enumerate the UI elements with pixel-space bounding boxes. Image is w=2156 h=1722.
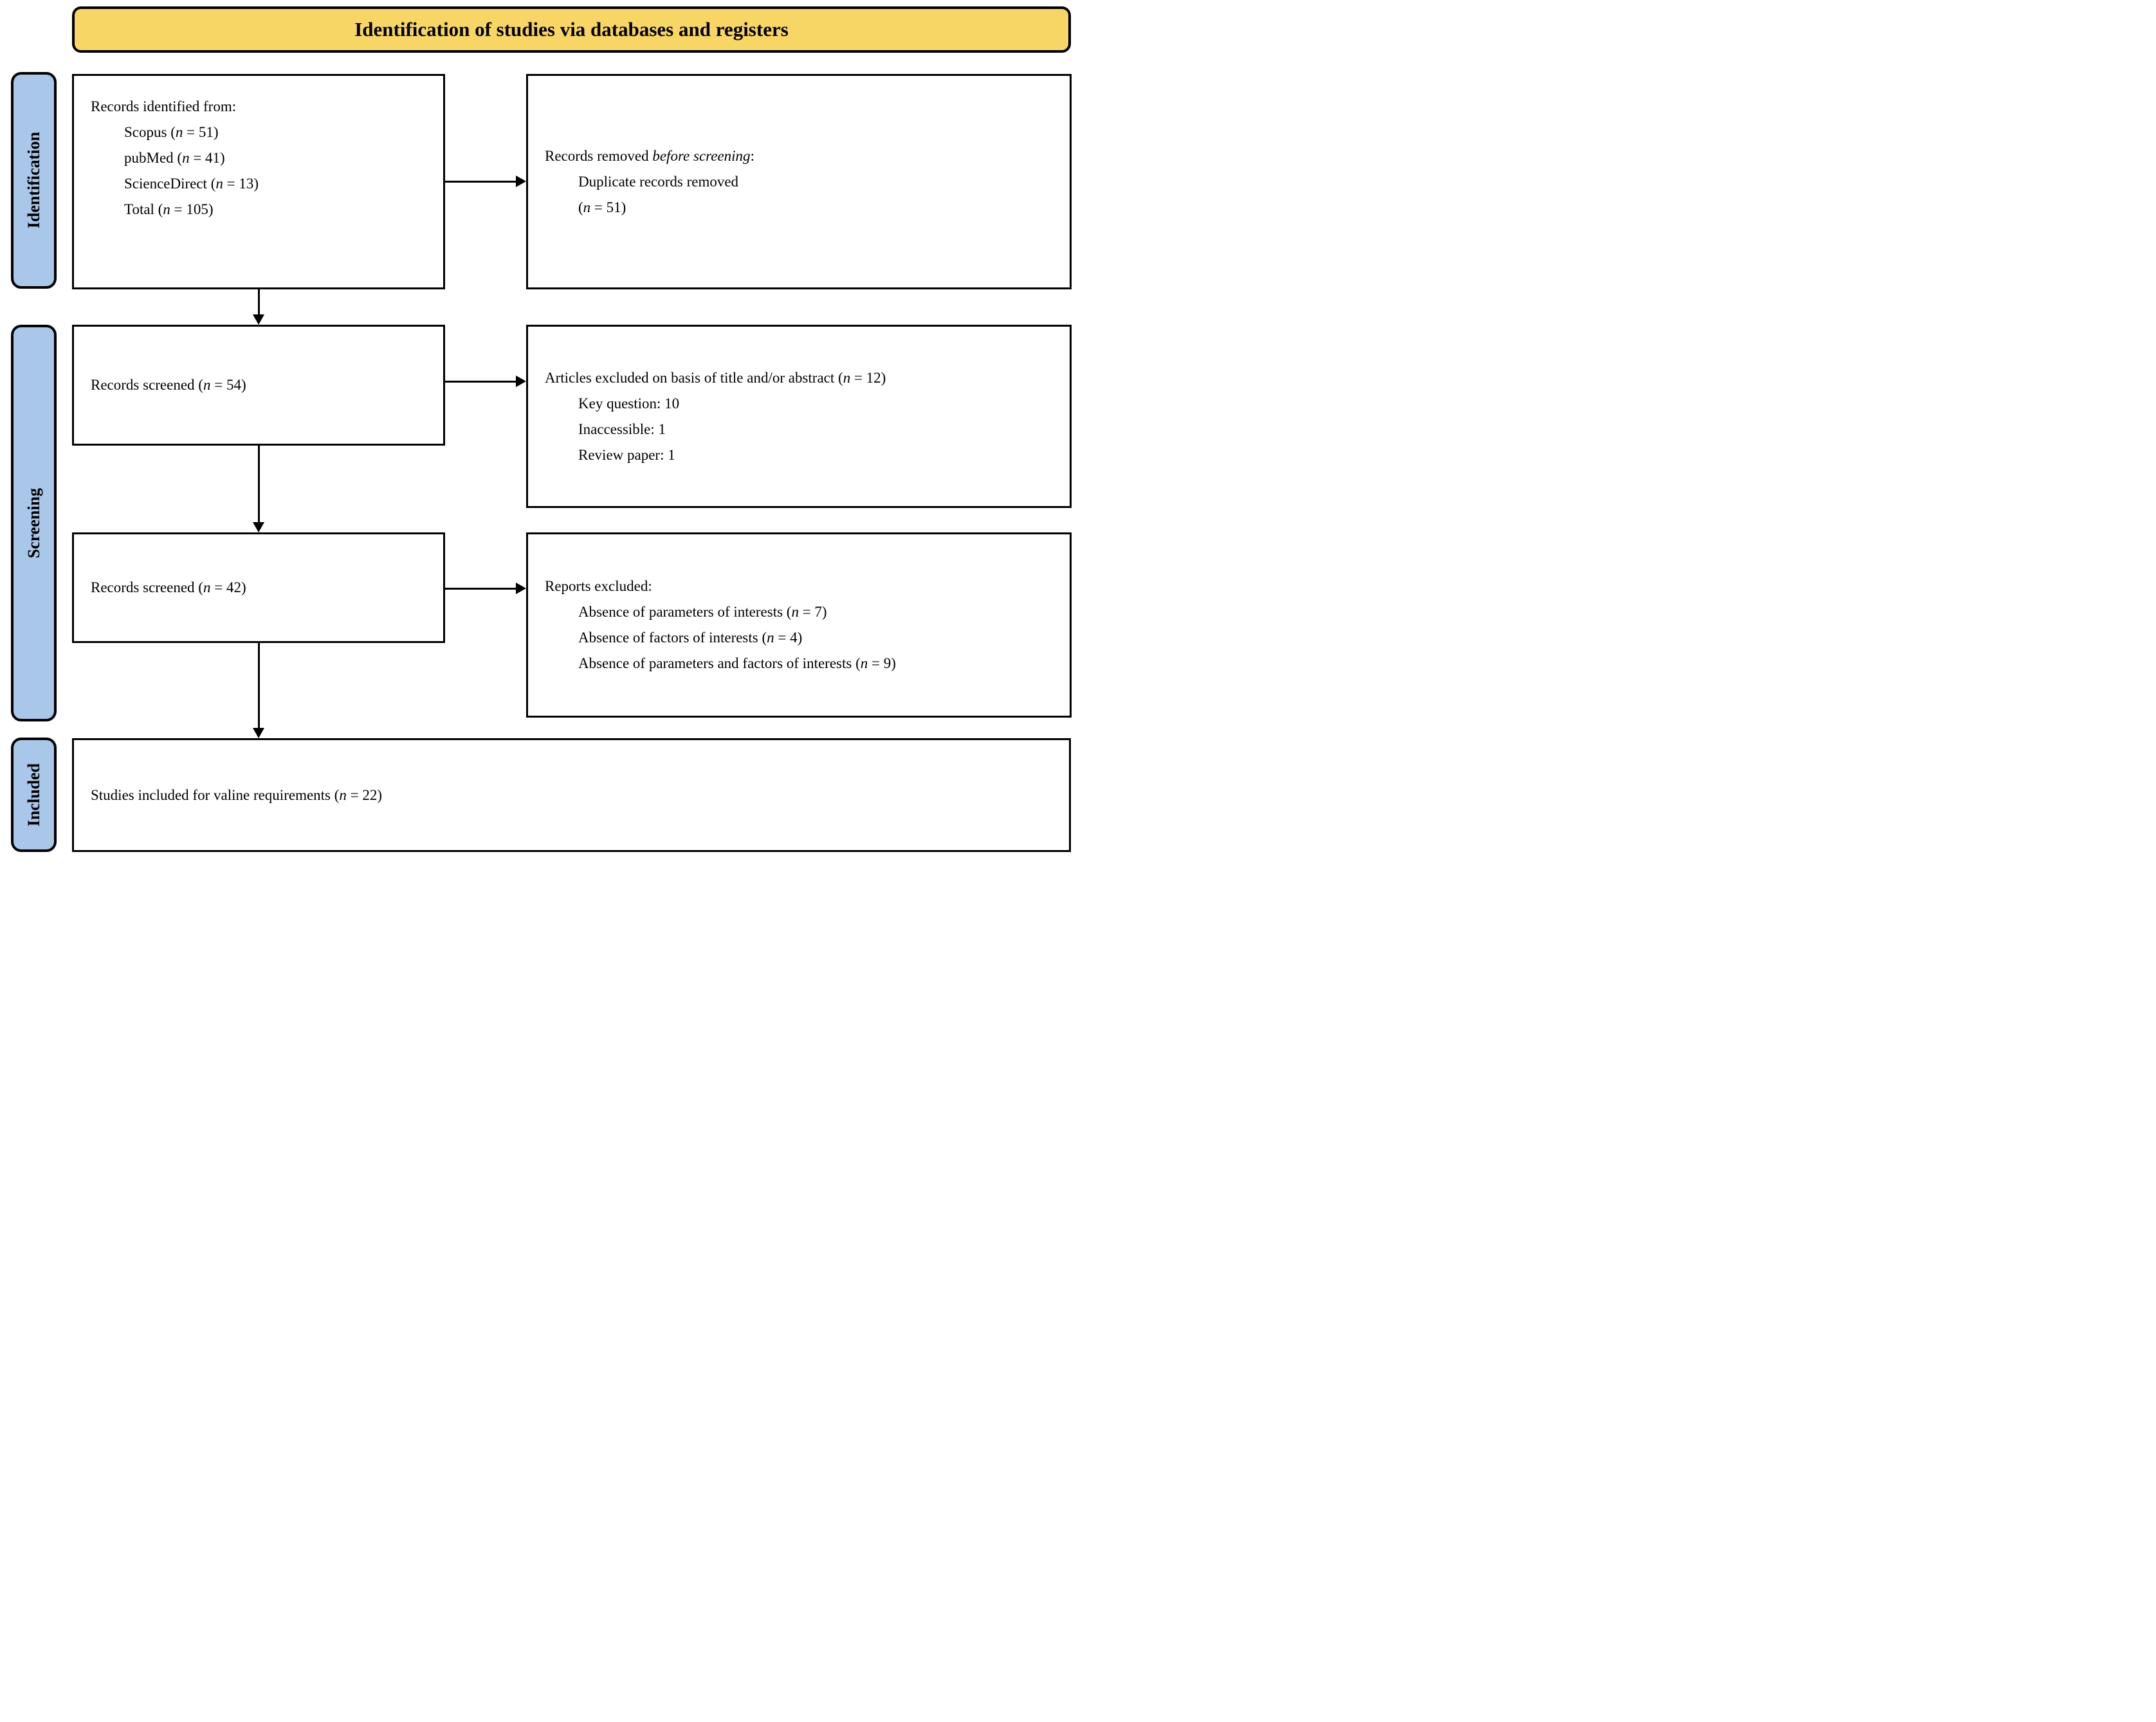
stage-included-label: Included <box>24 763 43 827</box>
source-sciencedirect: ScienceDirect (n = 13) <box>124 176 259 192</box>
records-screened-54-label: Records screened (n = 54) <box>91 377 246 393</box>
reports-excluded-box: Reports excluded: Absence of parameters … <box>526 532 1072 718</box>
arrow-screened54-to-screened42 <box>253 446 264 532</box>
duplicates-removed-count: (n = 51) <box>578 199 626 215</box>
stage-included: Included <box>11 738 57 852</box>
records-removed-box: Records removed before screening: Duplic… <box>526 74 1072 289</box>
title-banner: Identification of studies via databases … <box>72 6 1071 53</box>
absence-parameters: Absence of parameters of interests (n = … <box>578 604 827 620</box>
articles-excluded-heading: Articles excluded on basis of title and/… <box>545 369 886 386</box>
source-pubmed: pubMed (n = 41) <box>124 150 225 166</box>
records-screened-54-box: Records screened (n = 54) <box>72 325 445 446</box>
records-screened-42-box: Records screened (n = 42) <box>72 532 445 643</box>
stage-identification: Identification <box>11 72 57 289</box>
duplicates-removed: Duplicate records removed <box>578 173 739 190</box>
stage-screening-label: Screening <box>24 487 43 559</box>
arrow-screened42-to-reports-excluded <box>445 583 526 594</box>
arrow-identified-to-screened54 <box>253 289 264 325</box>
stage-screening: Screening <box>11 325 57 721</box>
stage-identification-label: Identification <box>24 132 43 229</box>
studies-included-box: Studies included for valine requirements… <box>72 738 1071 852</box>
arrow-screened54-to-excluded <box>445 376 526 387</box>
absence-parameters-factors: Absence of parameters and factors of int… <box>578 655 896 671</box>
reports-excluded-heading: Reports excluded: <box>545 578 652 594</box>
excluded-key-question: Key question: 10 <box>578 395 680 412</box>
studies-included-label: Studies included for valine requirements… <box>91 786 383 803</box>
absence-factors: Absence of factors of interests (n = 4) <box>578 630 803 646</box>
records-identified-heading: Records identified from: <box>91 98 237 114</box>
records-identified-box: Records identified from: Scopus (n = 51)… <box>72 74 445 289</box>
excluded-inaccessible: Inaccessible: 1 <box>578 421 666 437</box>
source-total: Total (n = 105) <box>124 201 214 217</box>
records-screened-42-label: Records screened (n = 42) <box>91 579 246 595</box>
arrow-screened42-to-included <box>253 643 264 738</box>
diagram-title: Identification of studies via databases … <box>354 18 789 41</box>
records-removed-heading: Records removed before screening: <box>545 147 754 164</box>
source-scopus: Scopus (n = 51) <box>124 124 219 140</box>
arrow-identified-to-removed <box>445 176 526 187</box>
articles-excluded-box: Articles excluded on basis of title and/… <box>526 325 1072 508</box>
excluded-review-paper: Review paper: 1 <box>578 446 675 463</box>
